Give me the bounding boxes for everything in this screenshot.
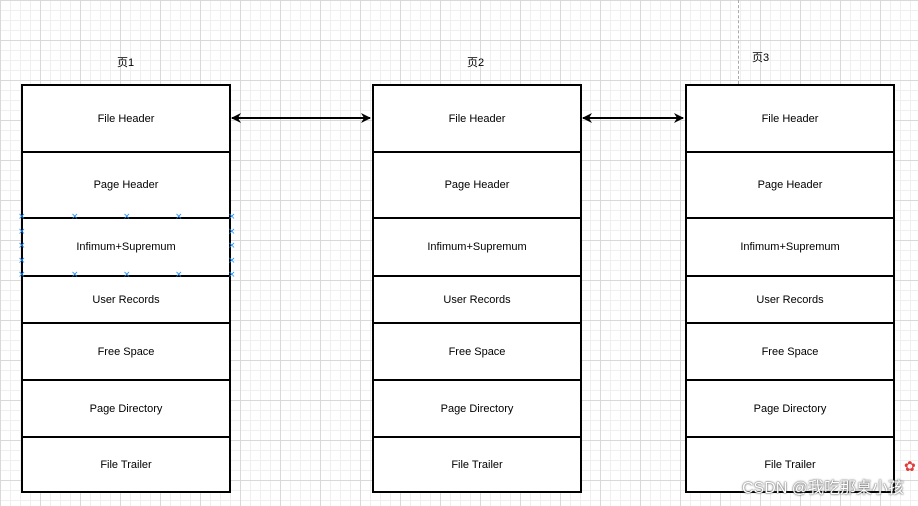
selection-handle[interactable]: × bbox=[228, 241, 236, 251]
page-3-infimum-supremum[interactable]: Infimum+Supremum bbox=[687, 219, 893, 277]
sticker-icon: ✿ bbox=[904, 458, 916, 474]
page-1-page-directory[interactable]: Page Directory bbox=[23, 381, 229, 438]
page-1-file-header[interactable]: File Header bbox=[23, 86, 229, 153]
page-3-file-trailer[interactable]: File Trailer bbox=[764, 458, 816, 471]
selection-handle[interactable]: × bbox=[228, 212, 236, 222]
selection-handle[interactable]: × bbox=[228, 256, 236, 266]
page-1-free-space[interactable]: Free Space bbox=[23, 324, 229, 381]
page-3-user-records[interactable]: User Records bbox=[687, 277, 893, 324]
page-1-box[interactable]: File Header Page Header Infimum+Supremum… bbox=[21, 84, 231, 493]
page-3-page-directory[interactable]: Page Directory bbox=[687, 381, 893, 438]
watermark: CSDN @我吃那桌小孩 bbox=[741, 480, 904, 497]
page-2-page-header[interactable]: Page Header bbox=[374, 153, 580, 219]
selection-handle[interactable]: × bbox=[18, 212, 26, 222]
selection-handle[interactable]: × bbox=[123, 270, 131, 280]
page-3-file-header[interactable]: File Header bbox=[687, 86, 893, 153]
page-1-user-records[interactable]: User Records bbox=[23, 277, 229, 324]
page-3-free-space[interactable]: Free Space bbox=[687, 324, 893, 381]
selection-handle[interactable]: × bbox=[175, 270, 183, 280]
page-1-file-trailer[interactable]: File Trailer bbox=[100, 458, 152, 471]
selection-handle[interactable]: × bbox=[18, 256, 26, 266]
guide-line bbox=[738, 0, 739, 84]
selection-handle[interactable]: × bbox=[123, 212, 131, 222]
selection-handle[interactable]: × bbox=[228, 270, 236, 280]
selection-handle[interactable]: × bbox=[71, 270, 79, 280]
selection-handle[interactable]: × bbox=[71, 212, 79, 222]
selection-handle[interactable]: × bbox=[175, 212, 183, 222]
selection-handle[interactable]: × bbox=[228, 227, 236, 237]
page-1-infimum-supremum[interactable]: Infimum+Supremum bbox=[23, 219, 229, 277]
selection-handle[interactable]: × bbox=[18, 227, 26, 237]
page-3-label: 页3 bbox=[752, 52, 770, 64]
page-3-page-header[interactable]: Page Header bbox=[687, 153, 893, 219]
page-2-label: 页2 bbox=[467, 57, 485, 69]
page-2-file-header[interactable]: File Header bbox=[374, 86, 580, 153]
page-2-box[interactable]: File Header Page Header Infimum+Supremum… bbox=[372, 84, 582, 493]
page-1-label: 页1 bbox=[117, 57, 135, 69]
page-3-box[interactable]: File Header Page Header Infimum+Supremum… bbox=[685, 84, 895, 493]
page-2-free-space[interactable]: Free Space bbox=[374, 324, 580, 381]
page-2-infimum-supremum[interactable]: Infimum+Supremum bbox=[374, 219, 580, 277]
page-1-page-header[interactable]: Page Header bbox=[23, 153, 229, 219]
selection-handle[interactable]: × bbox=[18, 241, 26, 251]
selection-handle[interactable]: × bbox=[18, 270, 26, 280]
page-2-user-records[interactable]: User Records bbox=[374, 277, 580, 324]
page-2-file-trailer[interactable]: File Trailer bbox=[451, 458, 503, 471]
page-2-page-directory[interactable]: Page Directory bbox=[374, 381, 580, 438]
